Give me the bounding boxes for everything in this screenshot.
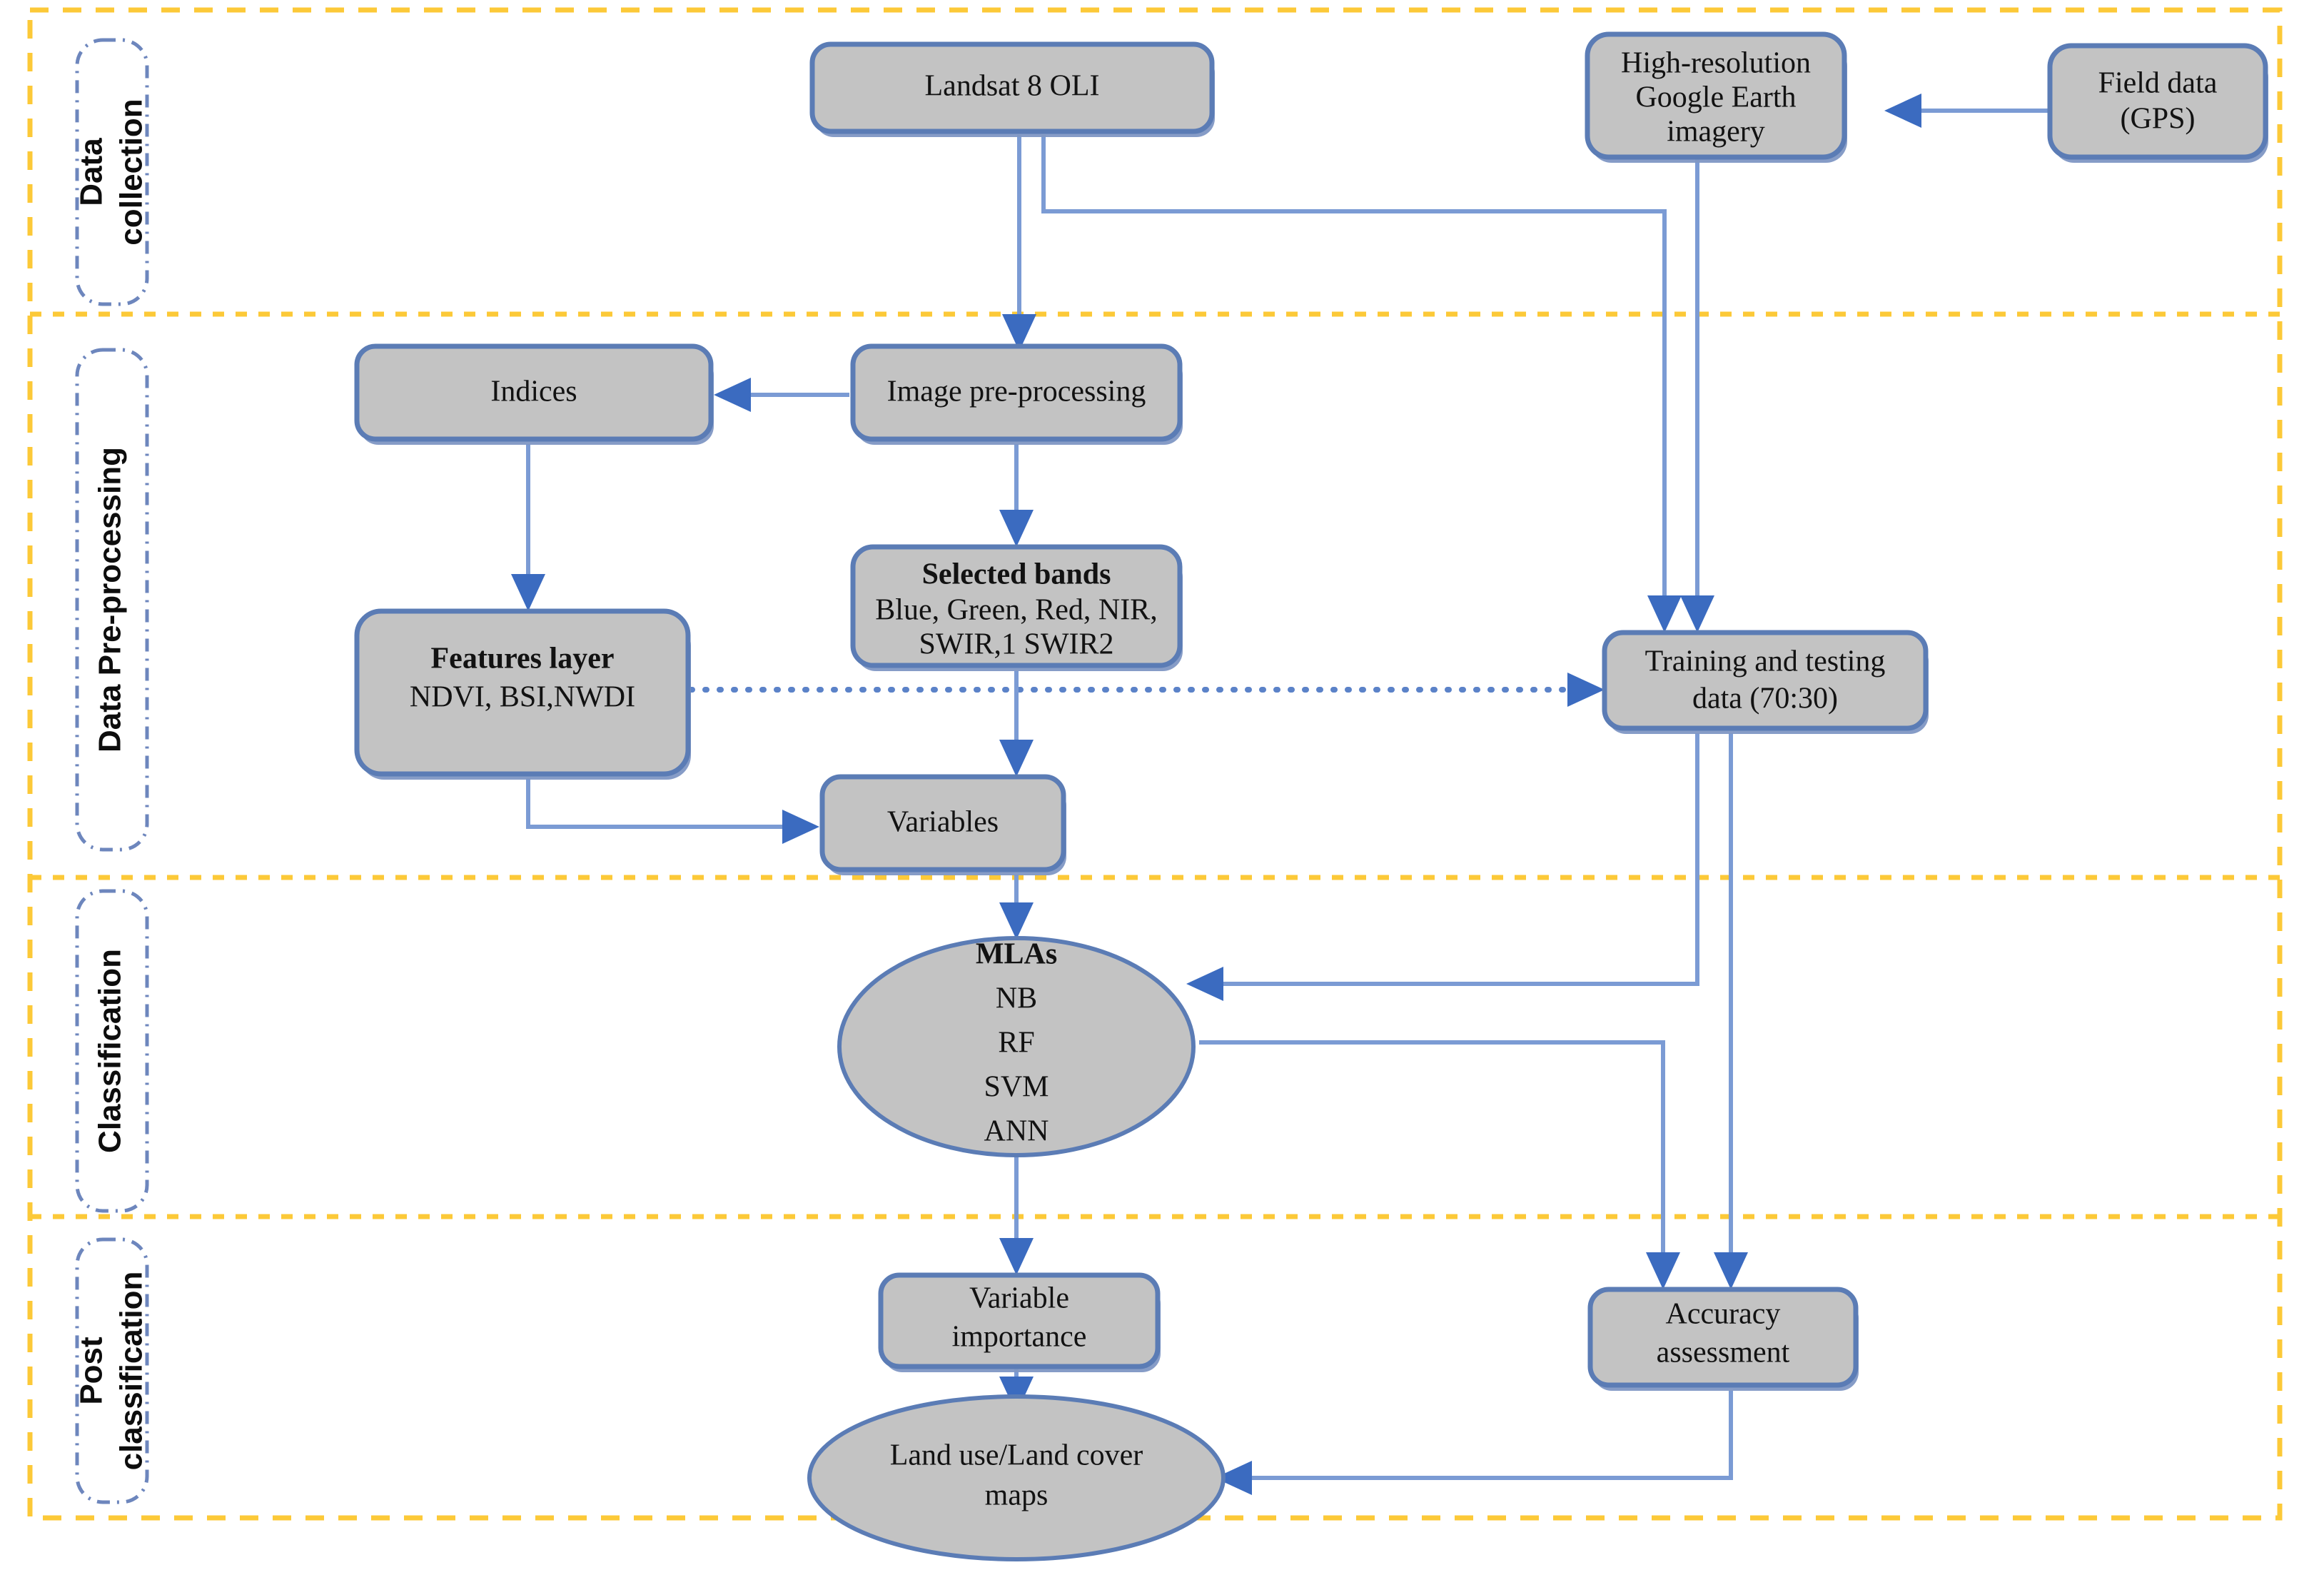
edge-features-to-variables xyxy=(526,778,801,829)
node-features-layer[interactable]: Features layer NDVI, BSI,NWDI xyxy=(354,608,691,780)
node-lulc-line: maps xyxy=(985,1479,1049,1512)
stage-label-line: Data xyxy=(74,138,109,206)
node-accuracy-assessment[interactable]: Accuracy assessment xyxy=(1587,1287,1859,1391)
stage-label-data-collection: Data collection xyxy=(74,99,149,245)
arrowhead-features-to-variables xyxy=(782,810,819,844)
node-features-line: NDVI, BSI,NWDI xyxy=(410,681,635,714)
arrowhead-bands-to-variables xyxy=(999,740,1034,777)
node-mlas-line: ANN xyxy=(984,1115,1049,1148)
node-preprocessing-line: Image pre-processing xyxy=(887,376,1146,408)
stage-label-line: Post xyxy=(74,1337,109,1405)
node-training-line: Training and testing xyxy=(1645,645,1886,678)
stage-label-classification: Classification xyxy=(93,949,128,1153)
node-indices-line: Indices xyxy=(490,376,577,408)
node-field-data[interactable]: Field data (GPS) xyxy=(2047,43,2268,163)
arrowhead-preprocessing-to-bands xyxy=(999,510,1034,547)
node-varimportance-line: importance xyxy=(952,1321,1087,1354)
arrowhead-field-to-googleearth xyxy=(1884,94,1921,128)
edge-accuracy-to-lulc xyxy=(1242,1391,1733,1480)
arrowhead-landsat-to-preprocessing xyxy=(1002,314,1036,351)
node-image-preprocessing[interactable]: Image pre-processing xyxy=(850,343,1183,445)
node-landsat[interactable]: Landsat 8 OLI xyxy=(809,41,1215,137)
node-indices[interactable]: Indices xyxy=(354,343,714,445)
node-mlas-line: NB xyxy=(996,982,1037,1015)
stage-label-line: collection xyxy=(114,99,149,245)
arrowhead-variables-to-mlas xyxy=(999,902,1034,940)
arrowhead-landsat-to-training xyxy=(1647,595,1682,633)
node-mlas-line: RF xyxy=(998,1027,1034,1060)
stage-frame-data-collection xyxy=(75,38,149,306)
node-variables-line: Variables xyxy=(887,806,999,839)
node-lulc-line: Land use/Land cover xyxy=(890,1439,1143,1472)
arrowhead-training-to-mlas xyxy=(1186,967,1223,1001)
stage-frame-post-classification xyxy=(75,1237,149,1504)
arrowhead-indices-to-features xyxy=(511,574,545,611)
outer-frame xyxy=(27,7,2283,1521)
node-google-earth-line: High-resolution xyxy=(1621,47,1811,80)
node-google-earth-line: imagery xyxy=(1667,116,1765,149)
stage-label-line: classification xyxy=(114,1272,149,1471)
stage-label-data-preprocessing: Data Pre-processing xyxy=(93,447,128,753)
node-bands-line: SWIR,1 SWIR2 xyxy=(919,628,1114,661)
stage-label-line: Classification xyxy=(93,949,128,1153)
node-variable-importance[interactable]: Variable importance xyxy=(878,1272,1161,1372)
node-selected-bands[interactable]: Selected bands Blue, Green, Red, NIR, SW… xyxy=(850,544,1183,671)
connectors xyxy=(511,94,2098,1495)
edge-training-to-mlas xyxy=(1213,733,1699,986)
arrowhead-preprocessing-to-indices xyxy=(714,378,751,412)
edge-landsat-to-training xyxy=(1041,135,1667,614)
node-google-earth-imagery[interactable]: High-resolution Google Earth imagery xyxy=(1585,31,1847,163)
node-bands-line: Selected bands xyxy=(922,558,1111,591)
edge-mlas-to-accuracy xyxy=(1199,1040,1665,1271)
stage-frame-classification xyxy=(75,889,149,1213)
node-variables[interactable]: Variables xyxy=(819,774,1066,875)
node-training-line: data (70:30) xyxy=(1692,683,1838,715)
node-accuracy-line: assessment xyxy=(1657,1337,1790,1369)
node-bands-line: Blue, Green, Red, NIR, xyxy=(875,594,1157,627)
node-features-line: Features layer xyxy=(431,643,615,675)
node-field-data-line: Field data xyxy=(2098,67,2218,100)
node-accuracy-line: Accuracy xyxy=(1666,1298,1781,1331)
node-lulc-maps[interactable]: Land use/Land cover maps xyxy=(807,1394,1226,1561)
arrowhead-features-to-training xyxy=(1567,673,1605,707)
arrowhead-accuracy-to-lulc xyxy=(1215,1461,1252,1495)
arrowhead-training-to-accuracy xyxy=(1714,1252,1748,1289)
arrowhead-mlas-to-accuracy xyxy=(1646,1252,1680,1289)
node-training-testing-data[interactable]: Training and testing data (70:30) xyxy=(1602,630,1929,734)
node-field-data-line: (GPS) xyxy=(2120,103,2195,136)
node-mlas[interactable]: MLAs NB RF SVM ANN xyxy=(837,936,1196,1157)
node-google-earth-line: Google Earth xyxy=(1635,81,1796,114)
node-mlas-line: MLAs xyxy=(976,938,1057,971)
node-landsat-line: Landsat 8 OLI xyxy=(925,70,1100,103)
stage-label-line: Data Pre-processing xyxy=(93,447,128,753)
node-mlas-line: SVM xyxy=(984,1071,1049,1104)
arrowhead-mlas-to-varimportance xyxy=(999,1238,1034,1275)
stage-frame-data-preprocessing xyxy=(75,348,149,852)
arrowhead-googleearth-to-training xyxy=(1680,595,1714,633)
stage-label-post-classification: Post classification xyxy=(74,1272,149,1471)
node-varimportance-line: Variable xyxy=(969,1282,1069,1315)
